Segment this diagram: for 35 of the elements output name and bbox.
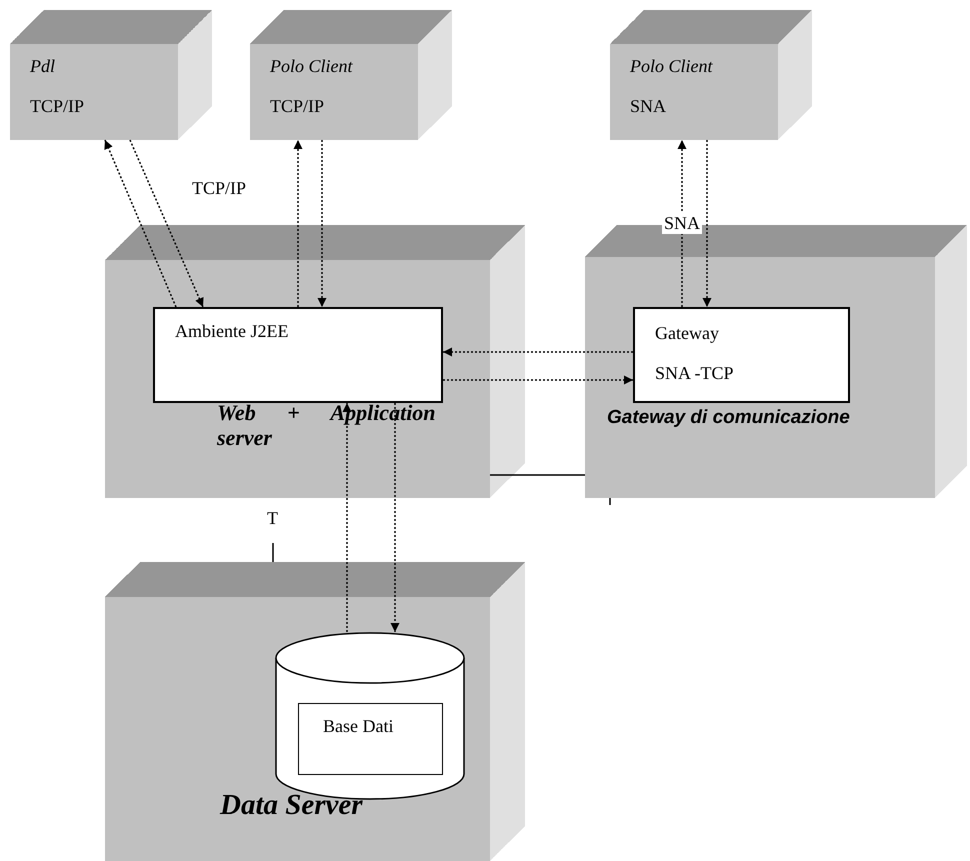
server-box bbox=[105, 225, 525, 498]
dotted-arrow bbox=[342, 403, 352, 632]
server-box bbox=[610, 10, 812, 140]
dotted-arrow bbox=[443, 348, 633, 356]
node-label: Ambiente J2EE bbox=[175, 321, 288, 342]
protocol-label: T bbox=[267, 508, 278, 529]
server-box bbox=[250, 10, 452, 140]
node-label: Data Server bbox=[220, 789, 363, 822]
connector-line bbox=[490, 474, 585, 476]
dotted-arrow bbox=[702, 140, 712, 307]
node-title: Polo Client bbox=[630, 56, 712, 77]
component-box bbox=[298, 703, 443, 775]
node-label: Gateway di comunicazione bbox=[607, 407, 850, 429]
component-box bbox=[633, 307, 850, 403]
dotted-arrow bbox=[294, 140, 302, 307]
dotted-arrow bbox=[390, 403, 400, 632]
component-box bbox=[153, 307, 443, 403]
node-title: Gateway bbox=[655, 323, 719, 344]
server-box bbox=[10, 10, 212, 140]
node-label: Web + Application server bbox=[217, 400, 437, 451]
dotted-arrow bbox=[318, 140, 326, 307]
node-label: SNA bbox=[630, 96, 666, 117]
protocol-label: TCP/IP bbox=[192, 178, 246, 199]
node-title: Pdl bbox=[30, 56, 55, 77]
node-label: TCP/IP bbox=[30, 96, 84, 117]
node-label: SNA -TCP bbox=[655, 363, 734, 384]
node-title: Polo Client bbox=[270, 56, 352, 77]
dotted-arrow bbox=[443, 376, 633, 384]
node-label: TCP/IP bbox=[270, 96, 324, 117]
server-box bbox=[105, 562, 525, 861]
node-label: Base Dati bbox=[323, 716, 394, 737]
dotted-arrow bbox=[129, 140, 204, 308]
edge-label: SNA bbox=[662, 212, 702, 234]
dotted-arrow bbox=[678, 140, 686, 307]
dotted-arrow bbox=[104, 140, 177, 308]
